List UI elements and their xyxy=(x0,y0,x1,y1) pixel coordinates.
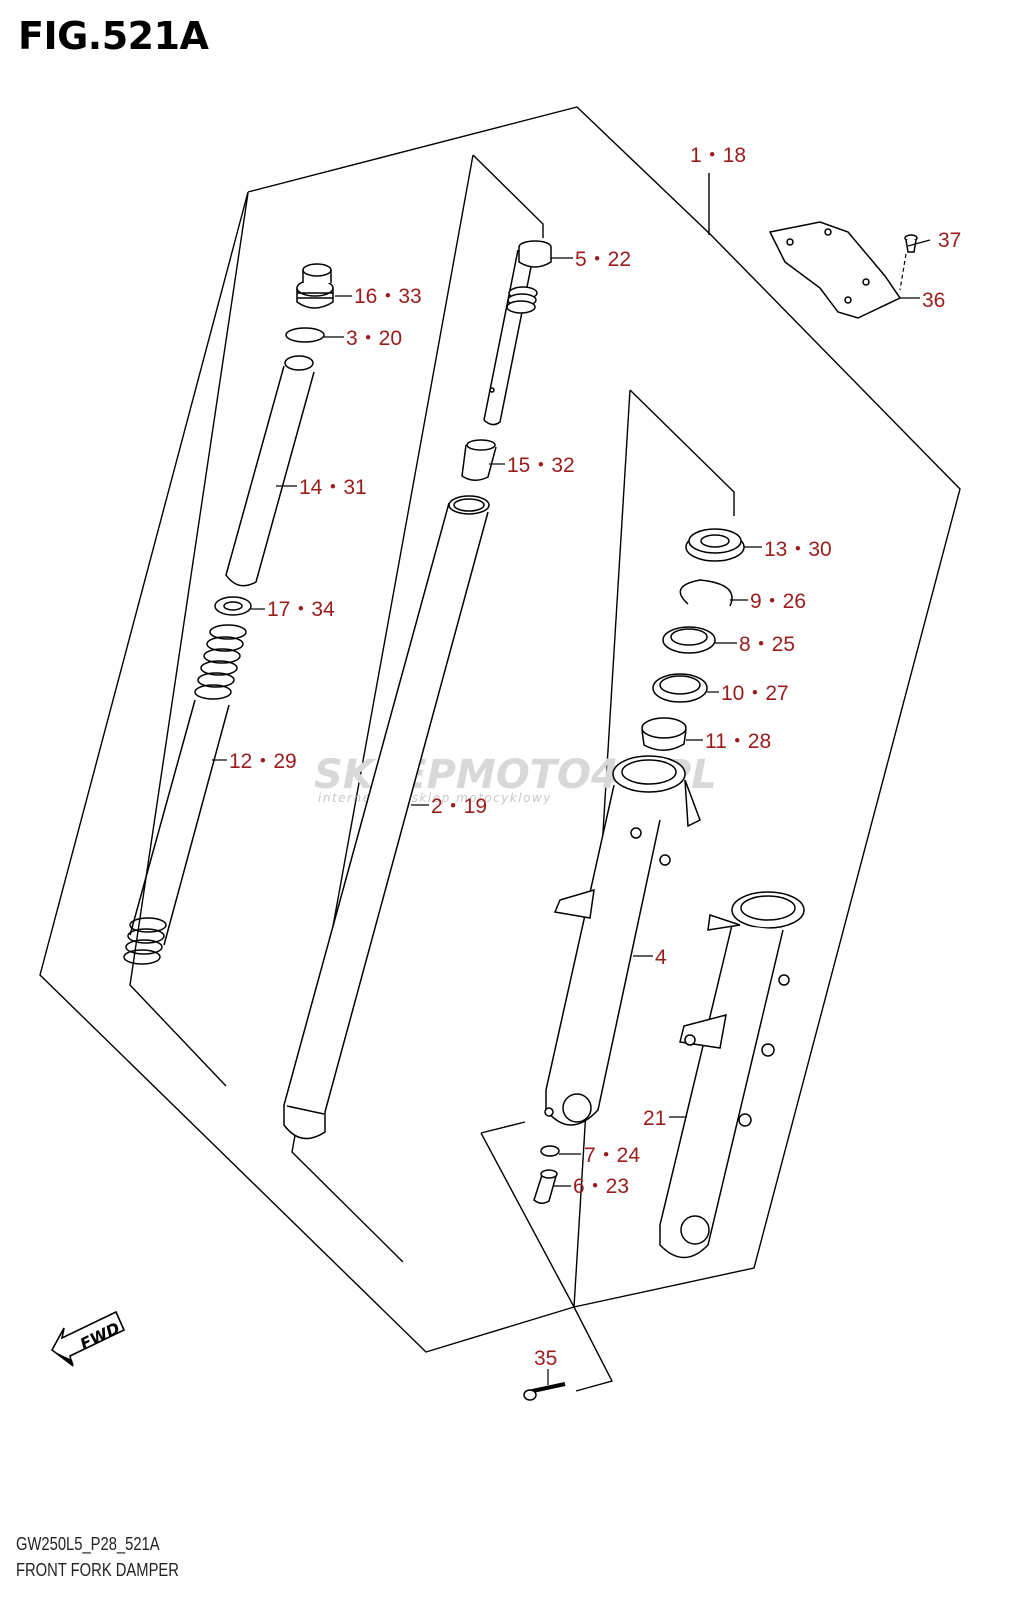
callout-4: 4 xyxy=(655,946,667,969)
outer-tube-right xyxy=(544,755,701,1126)
oil-lock-piece xyxy=(461,439,497,481)
figure-title: FIG.521A xyxy=(18,14,209,58)
guide-bushing xyxy=(641,717,687,751)
callout-9-26: 9・26 xyxy=(750,590,806,613)
fwd-arrow-icon: FWD xyxy=(50,1310,126,1367)
fork-spring xyxy=(123,624,247,965)
diagram-code: GW250L5_P28_521A xyxy=(16,1534,160,1554)
damper-group-frame xyxy=(472,154,544,238)
callout-14-31: 14・31 xyxy=(299,476,367,499)
callout-1-18: 1・18 xyxy=(690,144,746,167)
callout-6-23: 6・23 xyxy=(573,1175,629,1198)
outer-tube-left xyxy=(659,891,805,1259)
spring-group-frame xyxy=(129,192,249,1087)
callout-17-34: 17・34 xyxy=(267,598,335,621)
fork-cap-bolt xyxy=(296,263,334,309)
callout-21: 21 xyxy=(643,1107,666,1130)
fork-bracket xyxy=(768,221,902,319)
bracket-screw xyxy=(904,234,918,253)
callout-16-33: 16・33 xyxy=(354,285,422,308)
damper-screw xyxy=(523,1382,566,1401)
bolt-washer xyxy=(540,1145,560,1157)
callout-10-27: 10・27 xyxy=(721,682,789,705)
spacer-tube xyxy=(225,355,315,587)
outer-tube-frame xyxy=(629,389,735,516)
callout-11-28: 11・28 xyxy=(705,730,771,753)
callout-2-19: 2・19 xyxy=(431,795,487,818)
assembly-frame xyxy=(39,106,961,1353)
callout-37: 37 xyxy=(938,229,961,252)
o-ring xyxy=(285,327,325,343)
callout-7-24: 7・24 xyxy=(584,1144,640,1167)
oil-seal xyxy=(662,626,716,654)
dust-seal xyxy=(685,528,745,562)
damper-rod xyxy=(483,240,552,426)
damper-bolt xyxy=(533,1169,558,1204)
callout-12-29: 12・29 xyxy=(229,750,297,773)
callout-3-20: 3・20 xyxy=(346,327,402,350)
stopper-ring xyxy=(679,579,733,607)
inner-tube xyxy=(283,495,490,1140)
callout-36: 36 xyxy=(922,289,945,312)
callout-15-32: 15・32 xyxy=(507,454,575,477)
callout-5-22: 5・22 xyxy=(575,248,631,271)
callout-35: 35 xyxy=(534,1347,557,1370)
callout-8-25: 8・25 xyxy=(739,633,795,656)
diagram-name: FRONT FORK DAMPER xyxy=(16,1560,179,1580)
spring-washer xyxy=(214,596,252,616)
callout-13-30: 13・30 xyxy=(764,538,832,561)
seal-washer xyxy=(652,673,708,703)
